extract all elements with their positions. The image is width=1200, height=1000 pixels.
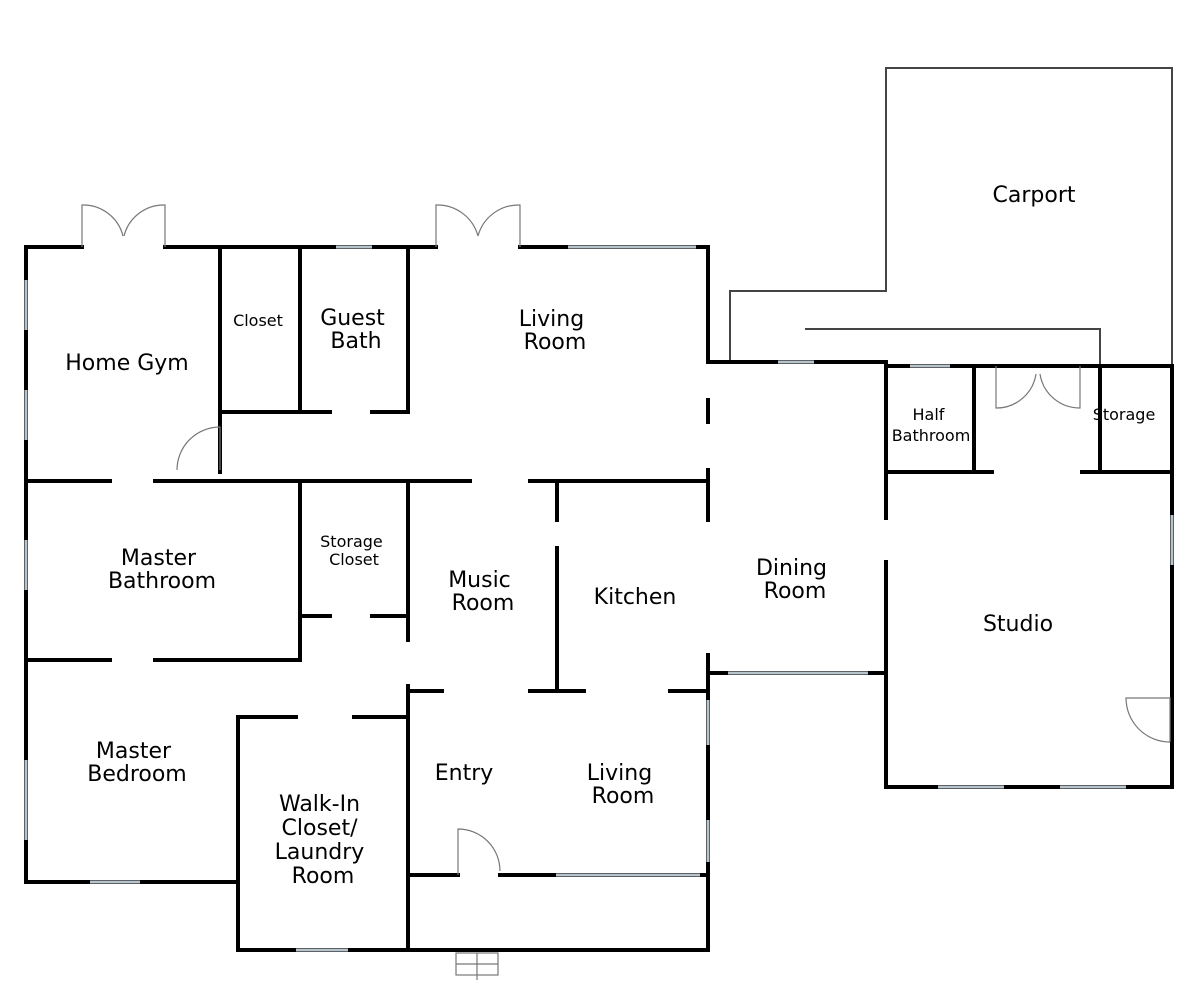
home-gym-label: Home Gym <box>65 351 188 376</box>
doors <box>81 204 1171 980</box>
walk-in-closet-label: Walk-In Closet/ Laundry Room <box>275 792 372 889</box>
windows <box>24 245 1174 952</box>
storage-label: Storage <box>1093 405 1156 424</box>
carport-outline <box>729 67 1173 366</box>
kitchen-label: Kitchen <box>594 585 677 610</box>
guest-bath-label: Guest Bath <box>320 306 392 354</box>
living-room-bottom-label: Living Room <box>587 761 659 809</box>
master-bathroom-label: Master Bathroom <box>108 546 216 594</box>
dining-room-label: Dining Room <box>756 556 834 604</box>
living-room-top-label: Living Room <box>519 307 591 355</box>
storage-closet-label: Storage Closet <box>320 532 388 569</box>
carport-label: Carport <box>993 183 1076 208</box>
master-bedroom-label: Master Bedroom <box>87 739 187 787</box>
half-bathroom-label: Half Bathroom <box>892 405 971 445</box>
closet-label: Closet <box>233 311 283 330</box>
entry-label: Entry <box>435 761 494 786</box>
music-room-label: Music Room <box>448 568 518 616</box>
studio-label: Studio <box>983 612 1053 637</box>
